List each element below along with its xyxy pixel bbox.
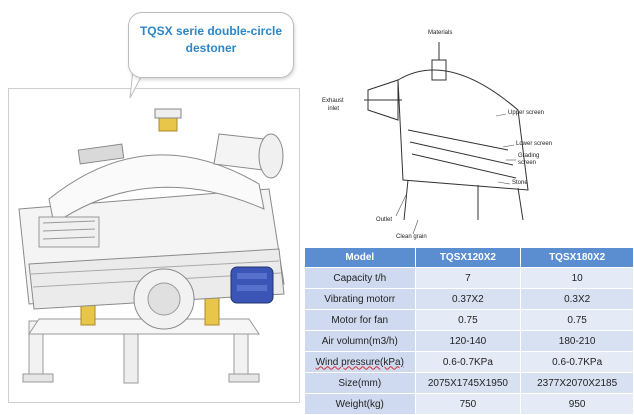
label-lower-screen: Lower screen [516,141,553,147]
row-label: Capacity t/h [304,267,416,289]
row-label: Motor for fan [304,309,416,331]
label-stone: Stone [512,180,528,186]
machine-title-line2: destoner [185,41,237,55]
machine-title: TQSX serie double-circle destoner [129,23,293,57]
cross-section-drawing [364,42,529,235]
row-value: 0.3X2 [520,288,634,310]
table-row: Vibrating motorr 0.37X2 0.3X2 [304,288,634,310]
machine-title-line1: TQSX serie double-circle [139,24,283,38]
row-value: 180-210 [520,330,634,352]
row-value: 120-140 [414,330,522,352]
label-screen: screen [518,160,537,166]
table-row: Air volumn(m3/h) 120-140 180-210 [304,330,634,352]
table-row: Capacity t/h 7 10 [304,267,634,289]
label-exhaust: Exhaust [322,98,344,104]
label-upper-screen: Upper screen [508,110,545,116]
label-clean-grain: Clean grain [396,234,427,240]
row-value: 950 [520,393,634,415]
header-model-1: TQSX120X2 [414,247,522,268]
row-value: 10 [520,267,634,289]
label-outlet: Outlet [376,217,393,223]
row-label: Vibrating motorr [304,288,416,310]
row-value: 0.75 [414,309,522,331]
spec-table: Model TQSX120X2 TQSX180X2 Capacity t/h 7… [304,247,634,415]
row-value: 0.75 [520,309,634,331]
table-row: Motor for fan 0.75 0.75 [304,309,634,331]
row-value: 0.6-0.7KPa [520,351,634,373]
label-inlet: inlet [328,106,340,112]
row-value: 7 [414,267,522,289]
row-label: Weight(kg) [304,393,416,415]
row-label: Air volumn(m3/h) [304,330,416,352]
header-model: Model [304,247,416,268]
table-row: Weight(kg) 750 950 [304,393,634,415]
row-label: Wind pressure(kPa) [304,351,416,373]
row-label: Size(mm) [304,372,416,394]
row-value: 0.6-0.7KPa [414,351,522,373]
machine-photo [8,88,300,403]
header-model-2: TQSX180X2 [520,247,634,268]
row-value: 2377X2070X2185 [520,372,634,394]
row-value: 750 [414,393,522,415]
row-value: 2075X1745X1950 [414,372,522,394]
row-value: 0.37X2 [414,288,522,310]
destoner-diagram: Materials Exhaust inlet Upper screen Low… [318,20,630,242]
title-callout: TQSX serie double-circle destoner [128,12,294,78]
table-row: Size(mm) 2075X1745X1950 2377X2070X2185 [304,372,634,394]
label-materials: Materials [428,30,453,36]
destoner-machine-illustration [18,108,285,384]
table-header-row: Model TQSX120X2 TQSX180X2 [304,247,634,268]
row-label-text: Wind pressure(kPa) [315,356,404,368]
label-grading: Grading [518,153,540,159]
table-row: Wind pressure(kPa) 0.6-0.7KPa 0.6-0.7KPa [304,351,634,373]
